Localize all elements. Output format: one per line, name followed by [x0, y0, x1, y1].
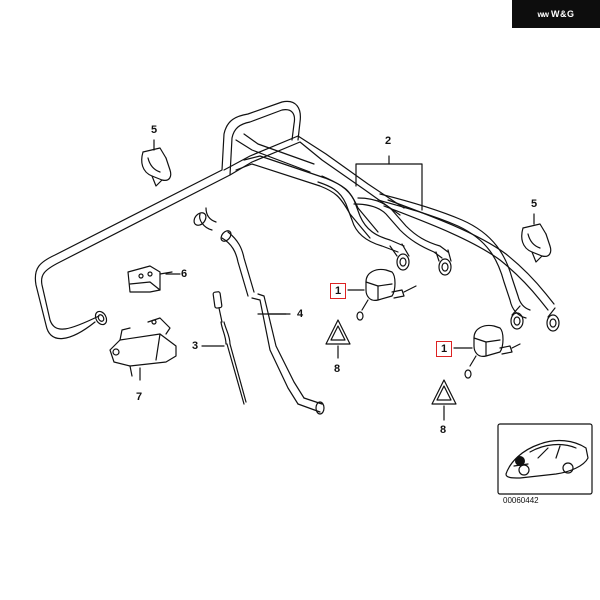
- clip-part-5-left: [141, 139, 172, 187]
- brand-logo-icon: ww: [537, 9, 549, 19]
- clip-part-6: [127, 265, 173, 293]
- callout-5-right: 5: [531, 198, 538, 210]
- dipstick-part-3: [201, 291, 247, 405]
- warning-label-part-8-lower: [431, 379, 457, 421]
- callout-2: 2: [385, 135, 392, 147]
- callout-2-bracket: [355, 155, 423, 211]
- bracket-part-7: [109, 317, 177, 381]
- callout-1-upper: 1: [330, 283, 347, 299]
- callout-3: 3: [192, 340, 199, 352]
- callout-6: 6: [181, 268, 188, 280]
- callout-4: 4: [297, 308, 304, 320]
- washer-nozzle-part-1-lower: [453, 324, 521, 379]
- hose-long-loop: [34, 100, 405, 340]
- hose-end-left: [94, 310, 108, 326]
- callout-5-left: 5: [151, 124, 158, 136]
- washer-nozzle-part-1-upper: [347, 268, 417, 321]
- hose-part-4: [251, 293, 325, 415]
- callout-8-upper: 8: [334, 363, 341, 375]
- inset-highlight-spot: [515, 456, 525, 466]
- callout-7: 7: [136, 391, 143, 403]
- brand-logo: ww W&G: [512, 0, 600, 28]
- clip-part-5-right: [521, 213, 552, 263]
- diagram-reference-number: 00060442: [503, 496, 539, 505]
- callout-1-lower: 1: [436, 341, 453, 357]
- hose-short-top: [193, 207, 255, 297]
- brand-name: W&G: [550, 9, 575, 19]
- callout-8-lower: 8: [440, 424, 447, 436]
- hose-assembly-2: [317, 175, 560, 332]
- warning-label-part-8-upper: [325, 319, 351, 359]
- callout-leaders: [165, 273, 287, 315]
- inset-car-thumbnail: [497, 423, 593, 495]
